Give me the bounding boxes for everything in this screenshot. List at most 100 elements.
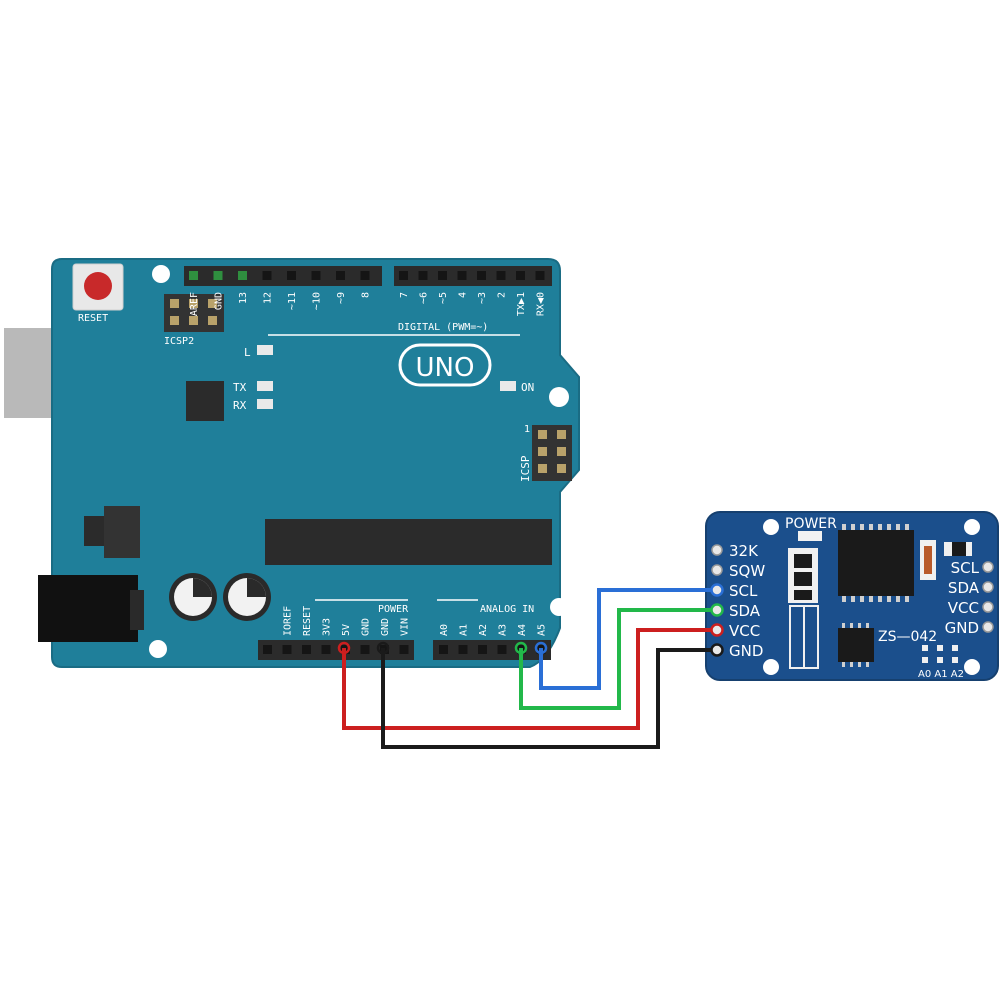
power-pin-label: GND bbox=[380, 618, 391, 636]
chip-leg bbox=[905, 596, 909, 602]
chip-leg bbox=[878, 524, 882, 530]
icsp-pin bbox=[557, 430, 566, 439]
led-l bbox=[257, 345, 273, 355]
rtc-mount-hole bbox=[964, 659, 980, 675]
icsp-label: ICSP bbox=[519, 455, 532, 482]
rtc-pin-label: VCC bbox=[948, 599, 979, 617]
wire-endpoint bbox=[514, 641, 528, 655]
chip-leg bbox=[858, 662, 861, 667]
rtc-model-label: ZS—042 bbox=[878, 629, 937, 645]
chip-leg bbox=[842, 596, 846, 602]
header-pin bbox=[262, 271, 272, 280]
rtc-pin bbox=[982, 581, 994, 593]
voltage-regulator bbox=[84, 506, 140, 558]
header-pin bbox=[457, 271, 467, 280]
capacitor bbox=[223, 573, 271, 621]
rtc-power-label: POWER bbox=[785, 516, 837, 532]
rtc-pin-label: VCC bbox=[729, 622, 760, 640]
header-pin bbox=[360, 271, 370, 280]
wire-gnd-to-gnd bbox=[381, 648, 717, 749]
analog-pin-label: A3 bbox=[498, 624, 509, 636]
header-pin bbox=[477, 271, 486, 280]
icsp-pin bbox=[538, 464, 547, 473]
digital-pin-label: 12 bbox=[263, 292, 274, 304]
rtc-pin bbox=[982, 601, 994, 613]
header-pin-pad bbox=[189, 271, 198, 280]
rtc-pin-label: SDA bbox=[948, 579, 980, 597]
mount-hole bbox=[549, 387, 569, 407]
header-pin bbox=[399, 271, 408, 280]
digital-header-left bbox=[184, 266, 382, 286]
rtc-pin-label: SQW bbox=[729, 562, 765, 580]
chip-leg bbox=[887, 524, 891, 530]
wire-endpoint bbox=[710, 603, 724, 617]
led-l-label: L bbox=[244, 346, 251, 359]
rtc-mount-hole bbox=[964, 519, 980, 535]
digital-pin-label: ~6 bbox=[419, 292, 430, 304]
ds3231-chip bbox=[838, 530, 914, 596]
analog-pin-label: A4 bbox=[517, 624, 528, 636]
analog-pin-label: A1 bbox=[459, 624, 470, 636]
power-header-pin bbox=[399, 645, 409, 654]
resistor-array bbox=[788, 548, 818, 603]
rtc-mount-hole bbox=[763, 519, 779, 535]
power-header-pin bbox=[302, 645, 311, 654]
rtc-pin-label: GND bbox=[729, 642, 763, 660]
analog-header-pin bbox=[439, 645, 448, 654]
address-pad bbox=[937, 645, 943, 651]
rtc-address-labels: A0 A1 A2 bbox=[918, 669, 964, 680]
power-header-pin bbox=[263, 645, 272, 654]
rtc-pin bbox=[982, 621, 994, 633]
wire-5v-to-vcc bbox=[342, 628, 717, 730]
svg-text:UNO: UNO bbox=[416, 353, 475, 383]
address-pad bbox=[937, 657, 943, 663]
header-pin bbox=[496, 271, 506, 280]
chip-leg bbox=[851, 524, 855, 530]
reset-button[interactable] bbox=[72, 263, 124, 311]
chip-leg bbox=[869, 596, 873, 602]
digital-pin-label: ~5 bbox=[438, 292, 449, 304]
icsp2-pin bbox=[189, 316, 198, 325]
icsp-pin bbox=[538, 447, 547, 456]
chip-leg bbox=[858, 623, 861, 628]
led-tx-label: TX bbox=[233, 381, 247, 394]
digital-pin-label: 7 bbox=[399, 292, 410, 298]
power-pin-label: 3V3 bbox=[322, 618, 333, 636]
icsp-pin bbox=[538, 430, 547, 439]
power-header bbox=[258, 640, 414, 660]
digital-label: DIGITAL (PWM=~) bbox=[398, 322, 488, 333]
power-label: POWER bbox=[378, 604, 409, 615]
icsp2-label: ICSP2 bbox=[164, 336, 194, 347]
rtc-pin bbox=[711, 544, 723, 556]
wire-endpoint bbox=[710, 583, 724, 597]
wire-endpoint bbox=[337, 641, 351, 655]
analog-header-pin bbox=[478, 645, 487, 654]
digital-pin-label: GND bbox=[214, 292, 225, 310]
wire-a4-to-sda bbox=[519, 608, 717, 710]
header-pin bbox=[438, 271, 447, 280]
mount-hole bbox=[152, 265, 170, 283]
analog-pin-label: A5 bbox=[537, 624, 548, 636]
chip-leg bbox=[905, 524, 909, 530]
led-rx-label: RX bbox=[233, 399, 247, 412]
chip-leg bbox=[896, 524, 900, 530]
rtc-pin-label: SCL bbox=[951, 559, 980, 577]
digital-pin-label: ~3 bbox=[477, 292, 488, 304]
rtc-pin bbox=[982, 561, 994, 573]
icsp-pin bbox=[557, 447, 566, 456]
mount-hole bbox=[550, 598, 568, 616]
atmega-chip bbox=[265, 519, 552, 565]
digital-pin-label: TX▶1 bbox=[516, 292, 527, 316]
icsp-pin bbox=[557, 464, 566, 473]
address-pad bbox=[922, 645, 928, 651]
rtc-pin-label: GND bbox=[945, 619, 979, 637]
wire-endpoint bbox=[534, 641, 548, 655]
led-tx bbox=[257, 381, 273, 391]
address-pad bbox=[952, 645, 958, 651]
digital-pin-label: 2 bbox=[497, 292, 508, 298]
digital-pin-label: ~10 bbox=[312, 292, 323, 310]
header-pin-pad bbox=[213, 271, 223, 280]
reset-label: RESET bbox=[78, 313, 108, 324]
power-header-pin bbox=[321, 645, 331, 654]
resistor-array bbox=[789, 605, 819, 669]
